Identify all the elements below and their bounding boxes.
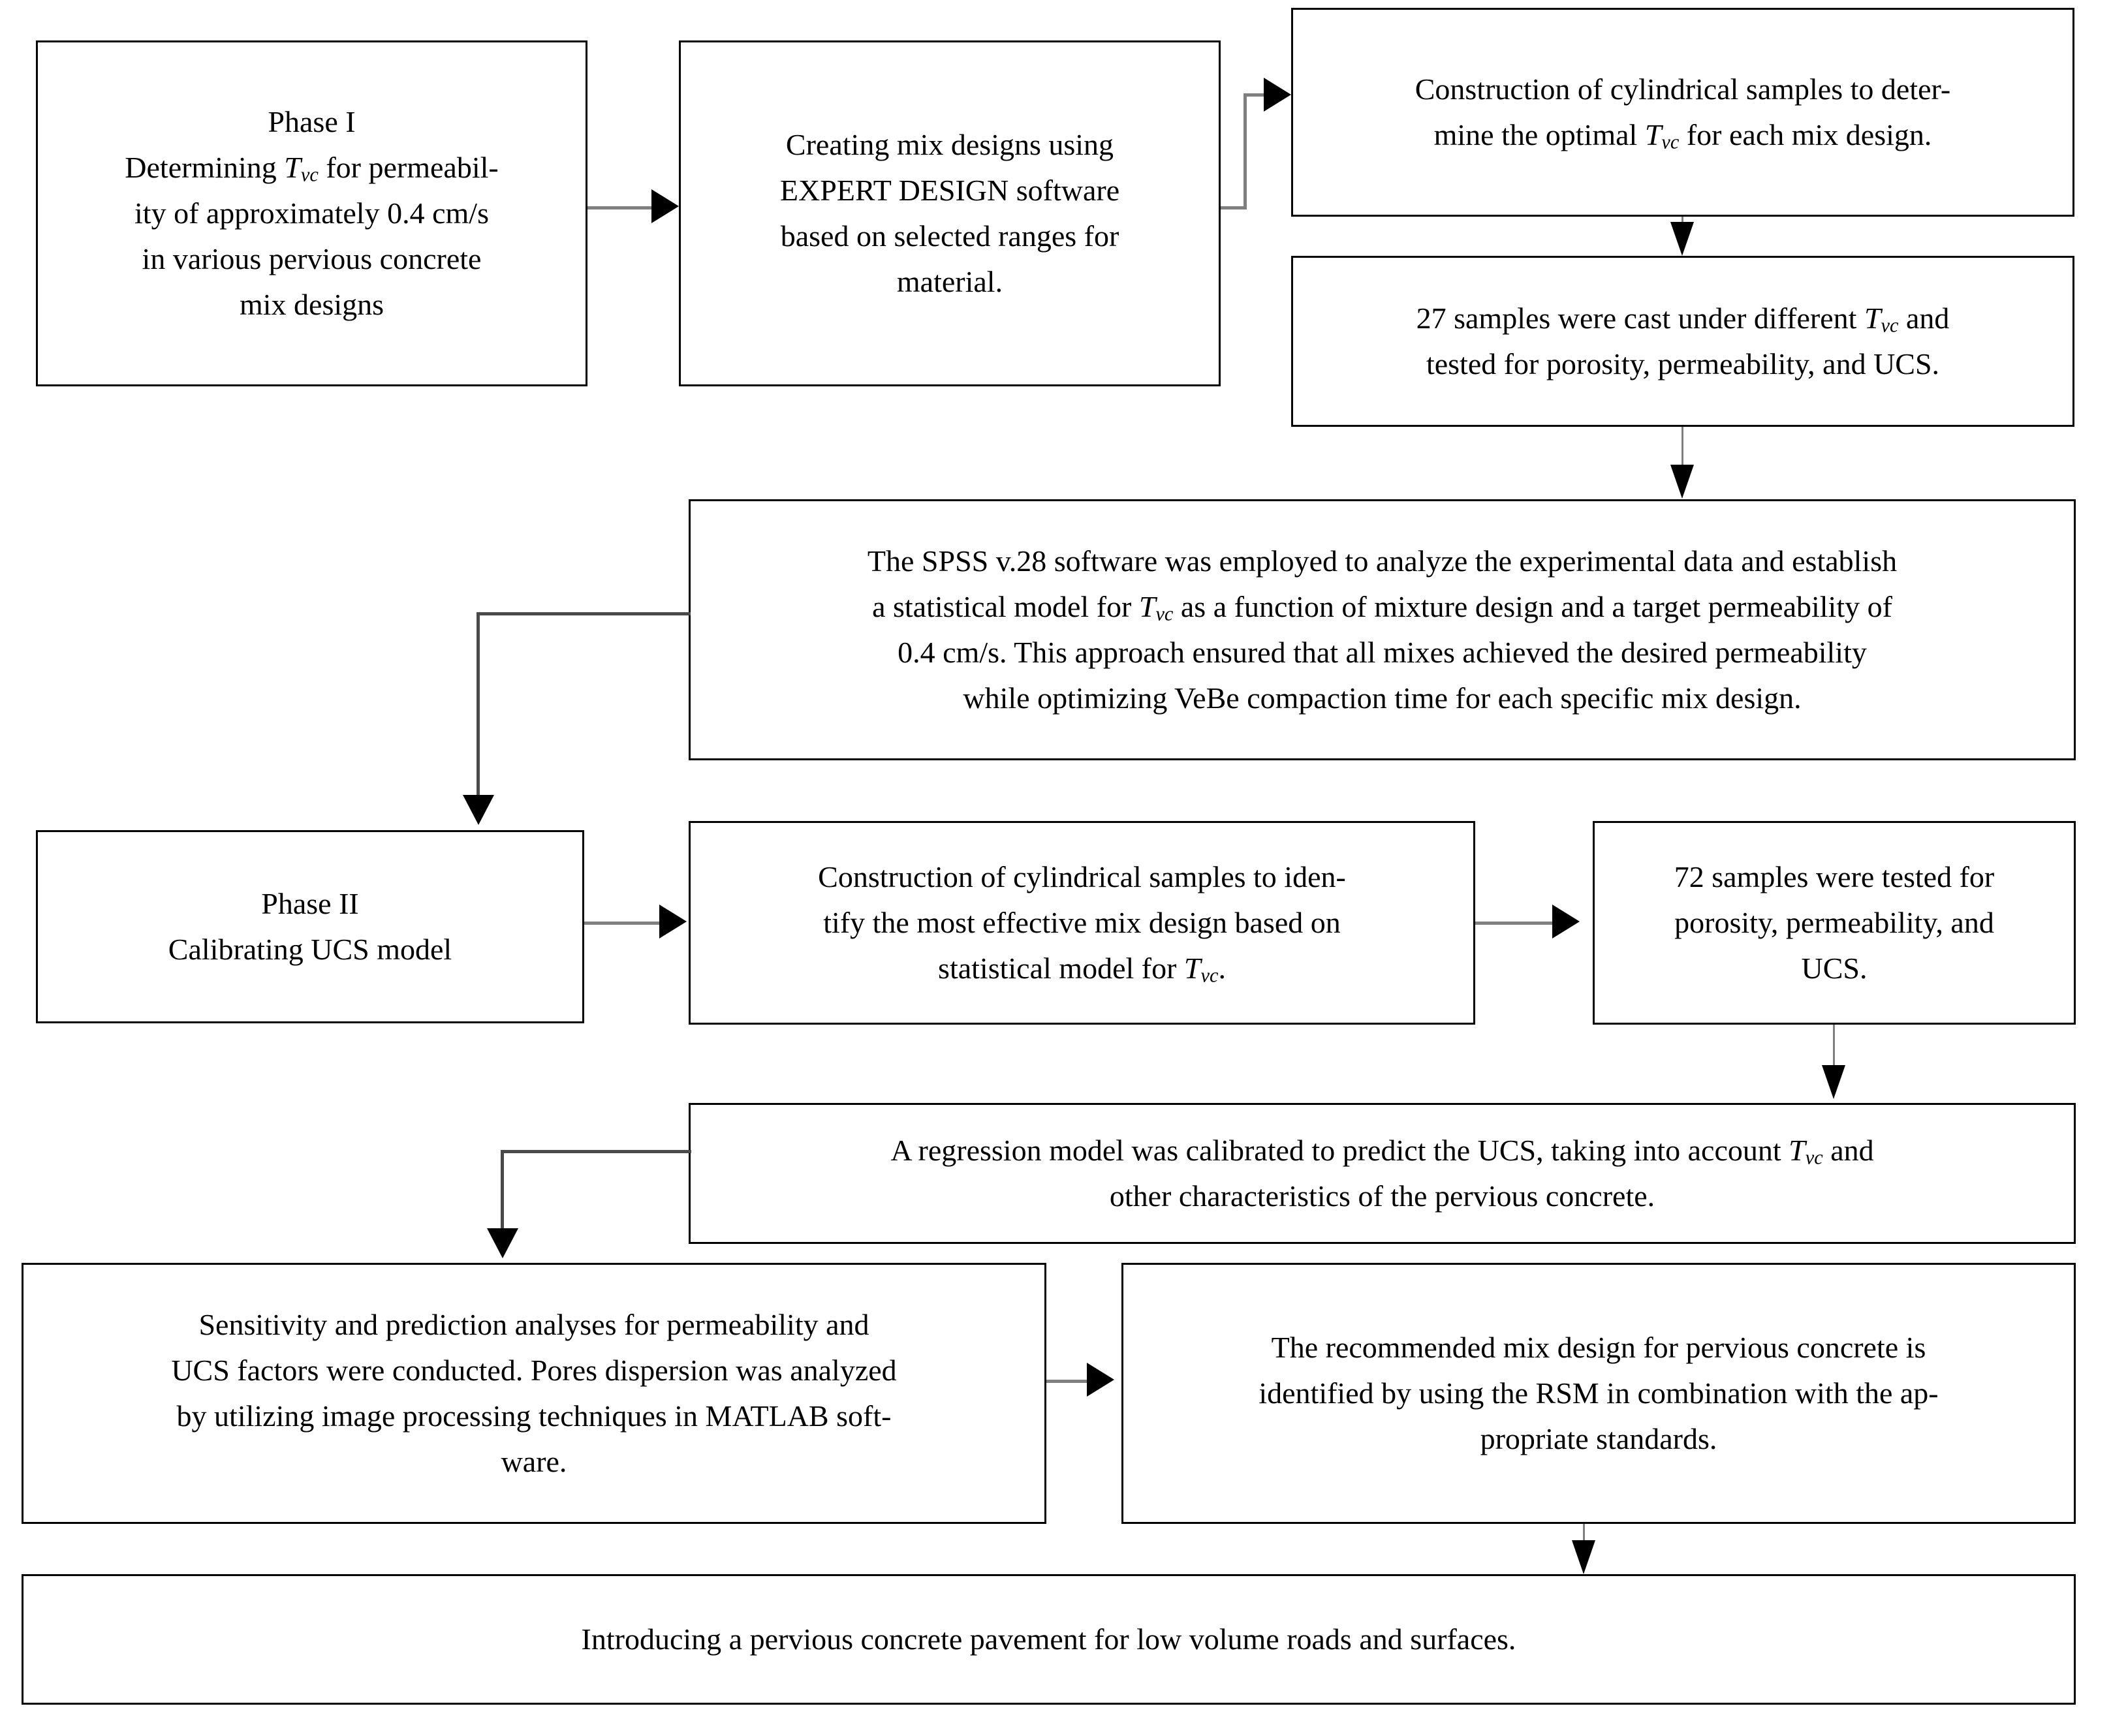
- node-text-line: mine the optimal Tvc for each mix design…: [1433, 118, 1932, 153]
- node-text-line: Creating mix designs using: [785, 128, 1114, 162]
- edge-regression-to-sensitivity-seg-v: [501, 1150, 504, 1228]
- node-text-line: 27 samples were cast under different Tvc…: [1416, 302, 1950, 337]
- edge-spss-to-phase2-seg-h: [477, 612, 691, 615]
- node-text-line: based on selected ranges for: [780, 219, 1119, 253]
- edge-samples72-to-regression-arrowhead: [1822, 1065, 1845, 1099]
- node-text-line: Phase I: [268, 105, 356, 139]
- node-text-line: Construction of cylindrical samples to d…: [1415, 72, 1951, 106]
- node-text-line: other characteristics of the pervious co…: [1109, 1179, 1655, 1213]
- tvc-symbol: Tvc: [1138, 590, 1174, 625]
- phase-1-box: Phase I Determining Tvc for permeabil-ity…: [36, 40, 587, 386]
- node-text-line: 0.4 cm/s. This approach ensured that all…: [898, 636, 1867, 669]
- node-text-line: a statistical model for Tvc as a functio…: [872, 590, 1892, 625]
- recommended-mix-design-box: The recommended mix design for pervious …: [1121, 1263, 2076, 1524]
- node-text-line: ware.: [501, 1444, 567, 1478]
- node-text-line: material.: [896, 264, 1003, 298]
- edge-phase2-to-construct2-line: [584, 922, 666, 925]
- node-text-line: A regression model was calibrated to pre…: [890, 1134, 1874, 1169]
- node-text-line: in various pervious concrete: [142, 241, 482, 275]
- node-text-line: tested for porosity, permeability, and U…: [1426, 347, 1940, 380]
- phase-2-box: Phase II Calibrating UCS model: [36, 830, 584, 1023]
- node-text-line: identified by using the RSM in combinati…: [1259, 1376, 1939, 1410]
- node-text-line: Phase II: [261, 887, 359, 921]
- node-text-line: Construction of cylindrical samples to i…: [818, 860, 1346, 894]
- tvc-symbol: Tvc: [1789, 1134, 1823, 1169]
- node-text-line: by utilizing image processing techniques…: [176, 1399, 892, 1433]
- conclusion-box: Introducing a pervious concrete pavement…: [22, 1574, 2076, 1705]
- node-text-line: UCS.: [1801, 951, 1868, 985]
- edge-construct1-to-samples27-arrowhead: [1670, 222, 1694, 256]
- edge-sensitivity-to-recommended-arrowhead: [1087, 1363, 1114, 1397]
- edge-samples27-to-spss-arrowhead: [1670, 465, 1694, 499]
- construct-cylindrical-samples-phase1-box: Construction of cylindrical samples to d…: [1291, 8, 2074, 217]
- edge-mixdesign-to-construct1-arrowhead: [1264, 78, 1291, 112]
- node-text-line: statistical model for Tvc.: [938, 951, 1226, 987]
- tvc-symbol: Tvc: [1183, 951, 1219, 987]
- node-text-line: The recommended mix design for pervious …: [1271, 1331, 1926, 1365]
- tvc-symbol: Tvc: [1864, 302, 1899, 337]
- edge-regression-to-sensitivity-arrowhead: [487, 1228, 518, 1258]
- regression-model-box: A regression model was calibrated to pre…: [689, 1103, 2076, 1244]
- edge-phase1-to-mixdesign-arrowhead: [651, 189, 679, 223]
- tvc-symbol: Tvc: [1644, 118, 1680, 153]
- node-text-line: ity of approximately 0.4 cm/s: [134, 196, 489, 230]
- node-text-line: mix designs: [239, 287, 384, 321]
- node-text-line: Calibrating UCS model: [168, 933, 452, 966]
- construct-cylindrical-samples-phase2-box: Construction of cylindrical samples to i…: [689, 821, 1475, 1025]
- node-text-line: Sensitivity and prediction analyses for …: [198, 1308, 869, 1342]
- node-text-line: Introducing a pervious concrete pavement…: [581, 1622, 1516, 1656]
- node-text-line: The SPSS v.28 software was employed to a…: [867, 544, 1898, 578]
- edge-mixdesign-to-construct1-seg-h2: [1243, 93, 1270, 97]
- sensitivity-analysis-box: Sensitivity and prediction analyses for …: [22, 1263, 1046, 1524]
- tvc-symbol: Tvc: [284, 151, 319, 186]
- edge-phase1-to-mixdesign-line: [587, 206, 659, 209]
- node-text-line: while optimizing VeBe compaction time fo…: [963, 681, 1802, 715]
- edge-phase2-to-construct2-arrowhead: [659, 905, 687, 938]
- twentyseven-samples-box: 27 samples were cast under different Tvc…: [1291, 256, 2074, 427]
- edge-recommended-to-conclusion-arrowhead: [1572, 1540, 1595, 1574]
- node-text-line: tify the most effective mix design based…: [823, 906, 1341, 940]
- node-text-line: 72 samples were tested for: [1674, 860, 1995, 894]
- edge-mixdesign-to-construct1-seg-v: [1243, 95, 1247, 209]
- edge-sensitivity-to-recommended-line: [1046, 1380, 1093, 1383]
- edge-regression-to-sensitivity-seg-h: [501, 1150, 691, 1153]
- spss-analysis-box: The SPSS v.28 software was employed to a…: [689, 499, 2076, 760]
- node-text-line: Determining Tvc for permeabil-: [125, 151, 499, 186]
- node-text-line: UCS factors were conducted. Pores disper…: [171, 1354, 897, 1387]
- edge-construct2-to-samples72-arrowhead: [1552, 905, 1580, 938]
- node-text-line: EXPERT DESIGN software: [779, 174, 1120, 208]
- edge-spss-to-phase2-arrowhead: [463, 795, 494, 825]
- edge-mixdesign-to-construct1-seg-h1: [1221, 206, 1247, 209]
- node-text-line: porosity, permeability, and: [1674, 906, 1994, 940]
- seventytwo-samples-box: 72 samples were tested for porosity, perm…: [1593, 821, 2076, 1025]
- node-text-line: propriate standards.: [1480, 1421, 1717, 1455]
- edge-samples27-to-spss-line: [1681, 427, 1683, 465]
- edge-samples72-to-regression-line: [1833, 1025, 1835, 1065]
- edge-spss-to-phase2-seg-v: [477, 612, 480, 795]
- edge-recommended-to-conclusion-line: [1583, 1524, 1585, 1551]
- edge-construct2-to-samples72-line: [1475, 922, 1560, 925]
